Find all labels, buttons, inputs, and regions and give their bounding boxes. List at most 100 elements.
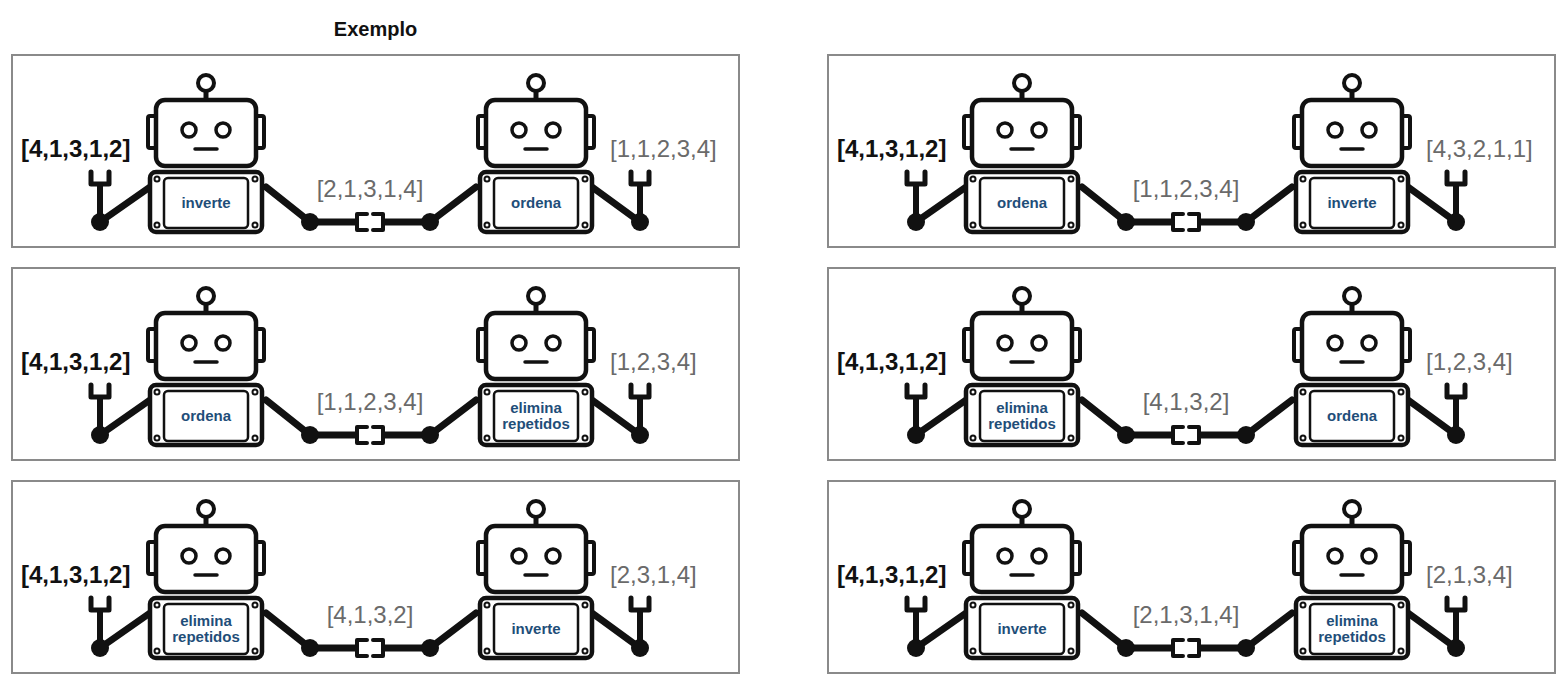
robot-mouth: [195, 573, 217, 577]
robot-bolt: [1069, 649, 1074, 654]
claw-gap: [359, 430, 381, 440]
robot-claw: [631, 385, 649, 397]
output-list: [2,1,3,4]: [1426, 560, 1513, 590]
robot-claw: [357, 214, 367, 230]
robot-bolt: [253, 603, 258, 608]
robot-antenna-ball: [198, 501, 214, 517]
robot-hand: [631, 426, 649, 444]
robot-bolt: [583, 390, 588, 395]
robot-plate: [164, 178, 248, 228]
robot-hand: [631, 213, 649, 231]
input-list: [4,1,3,1,2]: [21, 134, 130, 164]
robot-bolt: [583, 177, 588, 182]
robot-antenna-ball: [528, 501, 544, 517]
robot-label: inverte: [166, 180, 246, 226]
robot-bolt: [583, 603, 588, 608]
robot-body: [480, 598, 592, 658]
robot-claw: [373, 214, 383, 230]
robot-plate: [980, 178, 1064, 228]
robot-label: ordena: [166, 393, 246, 439]
intermediate-list: [4,1,3,2]: [325, 600, 416, 630]
task-panel: [4,1,3,1,2][2,3,1,4]elimina repetidosinv…: [11, 480, 740, 674]
robot-head: [972, 526, 1072, 592]
robot-eye: [512, 549, 526, 563]
task-panel: [4,1,3,1,2] [2,1,3,4] inverte elimina repet…: [827, 480, 1556, 674]
robot-mouth: [1341, 147, 1363, 151]
robot: inverte: [962, 498, 1082, 660]
robot-label: ordena: [1312, 393, 1392, 439]
robot: ordena: [962, 72, 1082, 234]
robot-bolt: [253, 649, 258, 654]
task-panel: [4,1,3,1,2][1,2,3,4]elimina repetidosord…: [827, 267, 1556, 461]
robot-bolt: [1301, 436, 1306, 441]
output-list: [2,3,1,4]: [610, 560, 697, 590]
input-list: [4,1,3,1,2]: [837, 560, 946, 590]
robot-bolt: [1399, 390, 1404, 395]
task-panel: [4,1,3,1,2][1,2,3,4]ordenaelimina repeti…: [11, 267, 740, 461]
robot-claw: [1173, 214, 1183, 230]
robot-head: [1302, 526, 1402, 592]
robot-head: [156, 526, 256, 592]
output-list: [1,2,3,4]: [610, 347, 697, 377]
robot-head: [486, 100, 586, 166]
robot-body: [1296, 172, 1408, 232]
robot-body: [480, 172, 592, 232]
robot-arm: [916, 613, 966, 648]
robot-eye: [998, 549, 1012, 563]
robot-mouth: [525, 573, 547, 577]
robot-hand: [1117, 426, 1135, 444]
robot-mouth: [525, 147, 547, 151]
robot-hand: [91, 639, 109, 657]
robot-claw: [1173, 427, 1183, 443]
robot-mouth: [195, 147, 217, 151]
robot-label: ordena: [496, 180, 576, 226]
robot-bolt: [1399, 603, 1404, 608]
robot-hand: [1447, 426, 1465, 444]
robot-hand: [91, 426, 109, 444]
robot-hand: [907, 213, 925, 231]
output-list: [4,3,2,1,1]: [1426, 134, 1533, 164]
robot-claw: [1189, 427, 1199, 443]
robot-bolt: [971, 649, 976, 654]
robot-plate: [1310, 178, 1394, 228]
robot-hand: [907, 639, 925, 657]
robot-arm: [916, 400, 966, 435]
robot-arm: [100, 400, 150, 435]
robot-head: [1302, 313, 1402, 379]
robot-body: [1296, 385, 1408, 445]
robot-claw: [907, 172, 925, 184]
robot-hand: [1117, 639, 1135, 657]
robot-eye: [998, 123, 1012, 137]
robot-plate: [1310, 604, 1394, 654]
robot-eye: [1328, 123, 1342, 137]
task-panel: [4,1,3,1,2][4,3,2,1,1]ordenainverte: [827, 54, 1556, 248]
robot-bolt: [253, 436, 258, 441]
robot-label: elimina repetidos: [982, 393, 1062, 439]
robot-eye: [1328, 336, 1342, 350]
robot-label: elimina repetidos: [1312, 606, 1392, 652]
robot-hand: [1237, 426, 1255, 444]
robot-eye: [182, 549, 196, 563]
robot-bolt: [1069, 223, 1074, 228]
robot-plate: [164, 604, 248, 654]
robot: inverte: [146, 72, 266, 234]
robot-bolt: [1069, 603, 1074, 608]
robot-mouth: [1011, 573, 1033, 577]
robot-antenna-ball: [1344, 501, 1360, 517]
robot-eye: [216, 123, 230, 137]
robot-antenna-ball: [528, 288, 544, 304]
robot-antenna-ball: [1014, 75, 1030, 91]
robot: elimina repetidos: [146, 498, 266, 660]
robot: inverte: [1292, 72, 1412, 234]
robot-bolt: [155, 390, 160, 395]
robot-bolt: [485, 603, 490, 608]
robot-claw: [91, 172, 109, 184]
robot-bolt: [485, 177, 490, 182]
robot-claw: [1447, 385, 1465, 397]
robot-mouth: [1011, 147, 1033, 151]
robot-eye: [1362, 336, 1376, 350]
robot-mouth: [1341, 573, 1363, 577]
robot-bolt: [155, 223, 160, 228]
robot: ordena: [146, 285, 266, 447]
robot-eye: [1362, 549, 1376, 563]
